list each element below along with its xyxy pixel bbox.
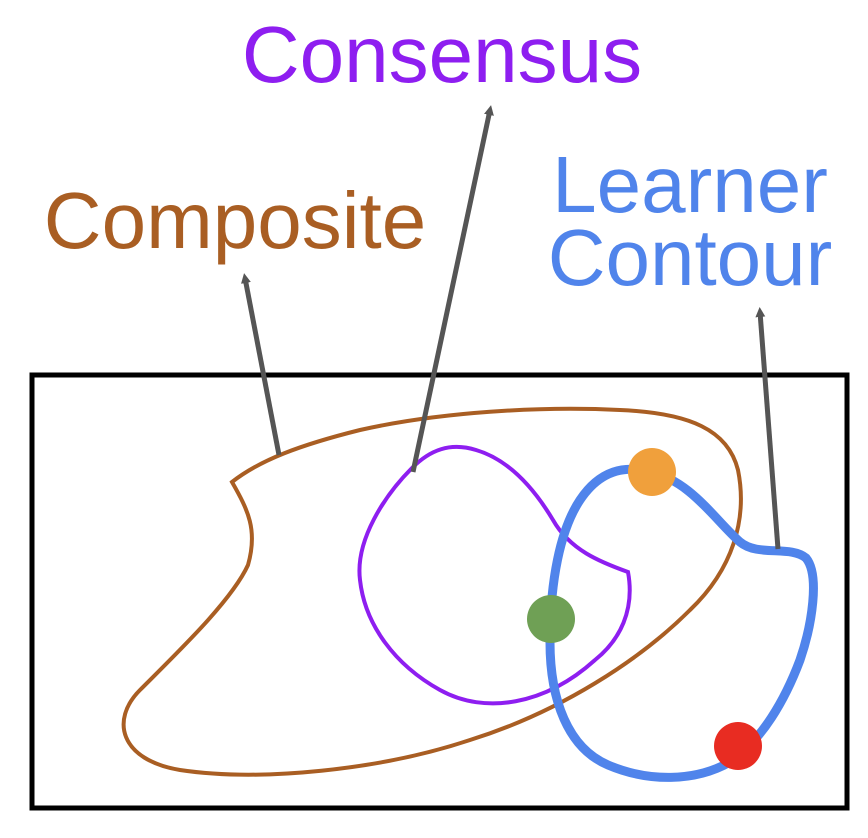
composite-label: Composite [44, 176, 426, 265]
consensus-label: Consensus [242, 10, 642, 99]
red-dot [714, 722, 762, 770]
learner-contour [545, 464, 818, 782]
learner-arrow [755, 307, 781, 550]
learner-label-line2: Contour [548, 213, 833, 302]
consensus-arrow [410, 105, 494, 473]
orange-dot [628, 448, 676, 496]
consensus-contour [357, 444, 632, 706]
image-frame [29, 372, 850, 811]
composite-contour [121, 406, 743, 777]
composite-arrow [241, 273, 282, 456]
learner-label-line1: Learner [552, 140, 828, 229]
green-dot [527, 595, 575, 643]
